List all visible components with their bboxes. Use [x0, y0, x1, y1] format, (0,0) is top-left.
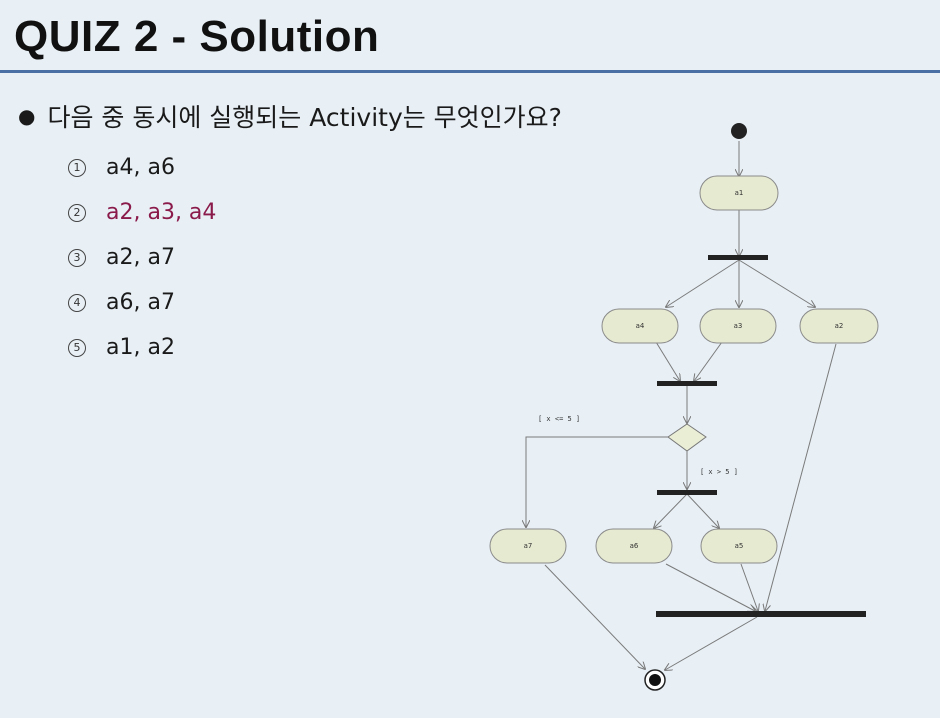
option-number: 2 [68, 203, 86, 222]
join-bar-1 [657, 381, 717, 386]
option-text: a2, a3, a4 [106, 200, 217, 225]
fork-bar-1 [708, 255, 768, 260]
edge-fork2-a5 [686, 493, 719, 528]
option-number: 5 [68, 338, 86, 357]
final-node-dot [649, 674, 661, 686]
option-text: a6, a7 [106, 290, 175, 315]
decision-node [667, 423, 707, 452]
label-a2: a2 [835, 322, 844, 330]
edge-a4-join [655, 341, 680, 381]
label-a5: a5 [735, 542, 744, 550]
answer-options: 1 a4, a6 2 a2, a3, a4 3 a2, a7 4 a6, a7 … [68, 145, 216, 370]
option-text: a1, a2 [106, 335, 175, 360]
edge-a7-end [544, 564, 645, 669]
label-a4: a4 [636, 322, 645, 330]
option-text: a4, a6 [106, 155, 175, 180]
edge-a2-join [765, 343, 837, 611]
edge-fork-a4 [666, 259, 740, 307]
label-a1: a1 [735, 189, 744, 197]
edge-fork-a2 [738, 259, 815, 307]
label-a7: a7 [524, 542, 533, 550]
flow-edges [526, 141, 837, 670]
label-a6: a6 [630, 542, 639, 550]
activity-a5 [700, 528, 778, 564]
option-5: 5 a1, a2 [68, 325, 216, 370]
option-number: 1 [68, 158, 86, 177]
guard-left: [ x <= 5 ] [538, 415, 580, 423]
activity-a1 [699, 175, 779, 211]
title-divider [0, 70, 940, 73]
activity-a7 [489, 528, 567, 564]
question-text: 다음 중 동시에 실행되는 Activity는 무엇인가요? [47, 103, 562, 132]
slide-title: QUIZ 2 - Solution [14, 12, 380, 61]
edge-fork2-a6 [654, 493, 688, 528]
join-bar-final [656, 611, 866, 617]
option-number: 4 [68, 293, 86, 312]
activity-a2 [799, 308, 879, 344]
option-1: 1 a4, a6 [68, 145, 216, 190]
option-number: 3 [68, 248, 86, 267]
edge-decision-a7 [526, 436, 669, 527]
question: ● 다음 중 동시에 실행되는 Activity는 무엇인가요? [18, 98, 562, 134]
option-3: 3 a2, a7 [68, 235, 216, 280]
guard-right: [ x > 5 ] [700, 468, 738, 476]
edge-join-end [665, 616, 758, 670]
activity-a6 [595, 528, 673, 564]
bullet-icon: ● [18, 104, 36, 128]
label-a3: a3 [734, 322, 743, 330]
initial-node [731, 123, 747, 139]
fork-bar-2 [657, 490, 717, 495]
option-text: a2, a7 [106, 245, 175, 270]
activity-a3 [699, 308, 777, 344]
edge-a3-join [694, 341, 723, 381]
option-2: 2 a2, a3, a4 [68, 190, 216, 235]
option-4: 4 a6, a7 [68, 280, 216, 325]
activity-a4 [601, 308, 679, 344]
edge-a5-join [740, 563, 758, 611]
edge-a6-join [665, 563, 755, 611]
